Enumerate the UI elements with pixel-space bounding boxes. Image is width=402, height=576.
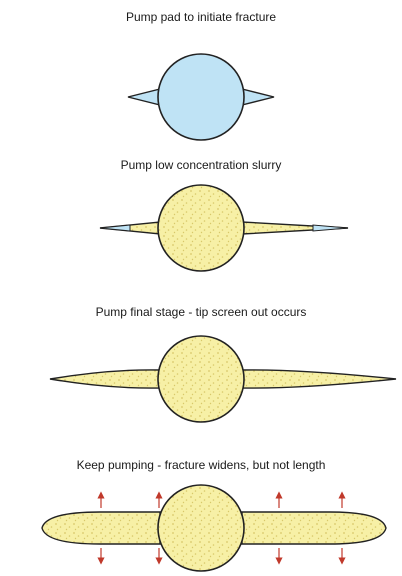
wellbore bbox=[158, 185, 244, 271]
stage-4-widening bbox=[42, 485, 386, 571]
wellbore bbox=[158, 485, 244, 571]
stage-2-partial-slurry bbox=[100, 185, 348, 271]
wing-right-pad-tip bbox=[313, 225, 348, 231]
wing-left bbox=[50, 370, 160, 388]
wing-right bbox=[242, 370, 396, 388]
stage-4-caption: Keep pumping - fracture widens, but not … bbox=[0, 458, 402, 472]
wing-right bbox=[242, 512, 386, 544]
wing-right bbox=[242, 89, 274, 105]
stage-1-pad bbox=[128, 54, 274, 140]
stage-3-full-slurry bbox=[50, 336, 396, 422]
stage-3-caption: Pump final stage - tip screen out occurs bbox=[0, 305, 402, 319]
wellbore bbox=[158, 54, 244, 140]
wing-left bbox=[42, 512, 160, 544]
wellbore bbox=[158, 336, 244, 422]
stage-2-caption: Pump low concentration slurry bbox=[0, 158, 402, 172]
wing-left bbox=[128, 89, 160, 105]
stage-1-caption: Pump pad to initiate fracture bbox=[0, 10, 402, 24]
